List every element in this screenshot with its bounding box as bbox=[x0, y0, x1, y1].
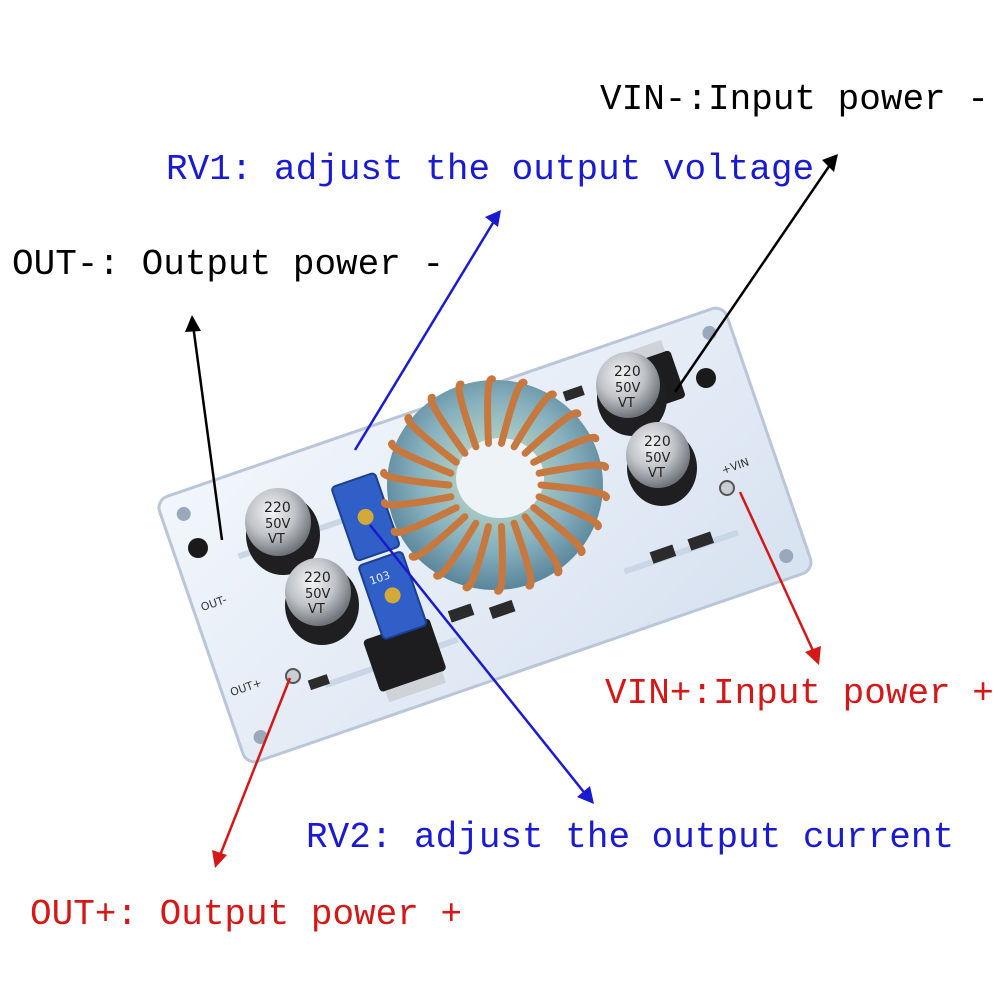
arrow-icon bbox=[353, 210, 501, 451]
copper-winding bbox=[380, 468, 453, 489]
arrow-icon bbox=[185, 315, 224, 541]
arrow-icon bbox=[673, 154, 838, 393]
copper-winding bbox=[427, 393, 469, 457]
cap-voltage-3: 50V bbox=[615, 381, 641, 396]
cap-value-1: 220 bbox=[264, 500, 291, 516]
copper-winding bbox=[535, 461, 609, 477]
capacitor-icon: 220 50V VT bbox=[626, 422, 697, 506]
copper-winding bbox=[498, 378, 528, 447]
cap-brand-1: VT bbox=[268, 532, 285, 547]
cap-value-2: 220 bbox=[304, 570, 331, 586]
copper-winding bbox=[530, 504, 586, 557]
label-out-minus: OUT-: Output power - bbox=[12, 244, 445, 285]
copper-winding bbox=[530, 433, 600, 466]
copper-winding bbox=[408, 513, 469, 561]
label-vin-plus: VIN+:Input power + bbox=[605, 673, 994, 714]
copper-winding bbox=[390, 504, 460, 537]
cap-value-3: 220 bbox=[614, 364, 641, 380]
label-out-plus: OUT+: Output power + bbox=[30, 894, 463, 935]
cap-voltage-4: 50V bbox=[645, 451, 671, 466]
label-rv2: RV2: adjust the output current bbox=[306, 817, 955, 858]
copper-winding bbox=[535, 493, 602, 531]
cap-voltage-2: 50V bbox=[305, 587, 331, 602]
capacitor-icon: 220 50V VT bbox=[285, 558, 359, 645]
cap-brand-2: VT bbox=[308, 602, 325, 617]
capacitor-icon: 220 50V VT bbox=[596, 352, 667, 436]
copper-winding bbox=[433, 519, 480, 580]
copper-winding bbox=[484, 375, 496, 447]
copper-winding bbox=[537, 481, 610, 502]
copper-winding bbox=[521, 513, 563, 577]
copper-winding bbox=[455, 380, 480, 451]
terminal-vin-plus bbox=[719, 480, 735, 496]
copper-winding bbox=[494, 523, 506, 595]
copper-winding bbox=[462, 523, 492, 592]
copper-winding bbox=[510, 390, 557, 451]
cap-voltage-1: 50V bbox=[265, 517, 291, 532]
copper-winding bbox=[521, 409, 582, 457]
pot-code-label: 103 bbox=[368, 569, 392, 588]
arrow-icon bbox=[212, 677, 292, 868]
arrow-icon bbox=[738, 491, 821, 665]
terminal-out-minus bbox=[188, 538, 208, 558]
toroid-inductor-icon bbox=[380, 375, 610, 595]
copper-winding bbox=[404, 413, 460, 466]
capacitor-icon: 220 50V VT bbox=[245, 488, 320, 575]
terminal-vin-minus bbox=[696, 368, 716, 388]
cap-brand-3: VT bbox=[618, 396, 635, 411]
cap-value-4: 220 bbox=[644, 434, 671, 450]
copper-winding bbox=[381, 493, 455, 509]
label-rv1: RV1: adjust the output voltage bbox=[166, 149, 815, 190]
copper-winding bbox=[388, 439, 455, 477]
copper-winding bbox=[510, 519, 535, 590]
cap-brand-4: VT bbox=[648, 466, 665, 481]
label-vin-minus: VIN-:Input power - bbox=[600, 79, 989, 120]
arrow-icon bbox=[369, 524, 594, 804]
